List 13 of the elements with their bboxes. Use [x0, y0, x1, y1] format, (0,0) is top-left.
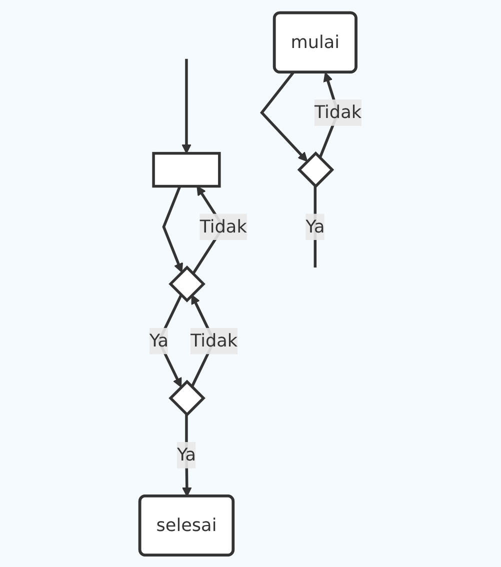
node-diamond: [168, 265, 206, 302]
node-box: [152, 151, 221, 188]
edge-label: Ya: [149, 330, 168, 350]
node-diamond: [297, 150, 334, 188]
arrow: [260, 71, 308, 162]
arrow: [162, 185, 183, 272]
edge-label: Ya: [305, 215, 325, 236]
edge-label: Ya: [176, 444, 196, 465]
edge-label: Tidak: [190, 330, 238, 350]
node-diamond: [168, 379, 206, 416]
edge-label: Tidak: [200, 215, 247, 236]
edge-label: Tidak: [314, 101, 362, 122]
arrow: [182, 58, 192, 154]
